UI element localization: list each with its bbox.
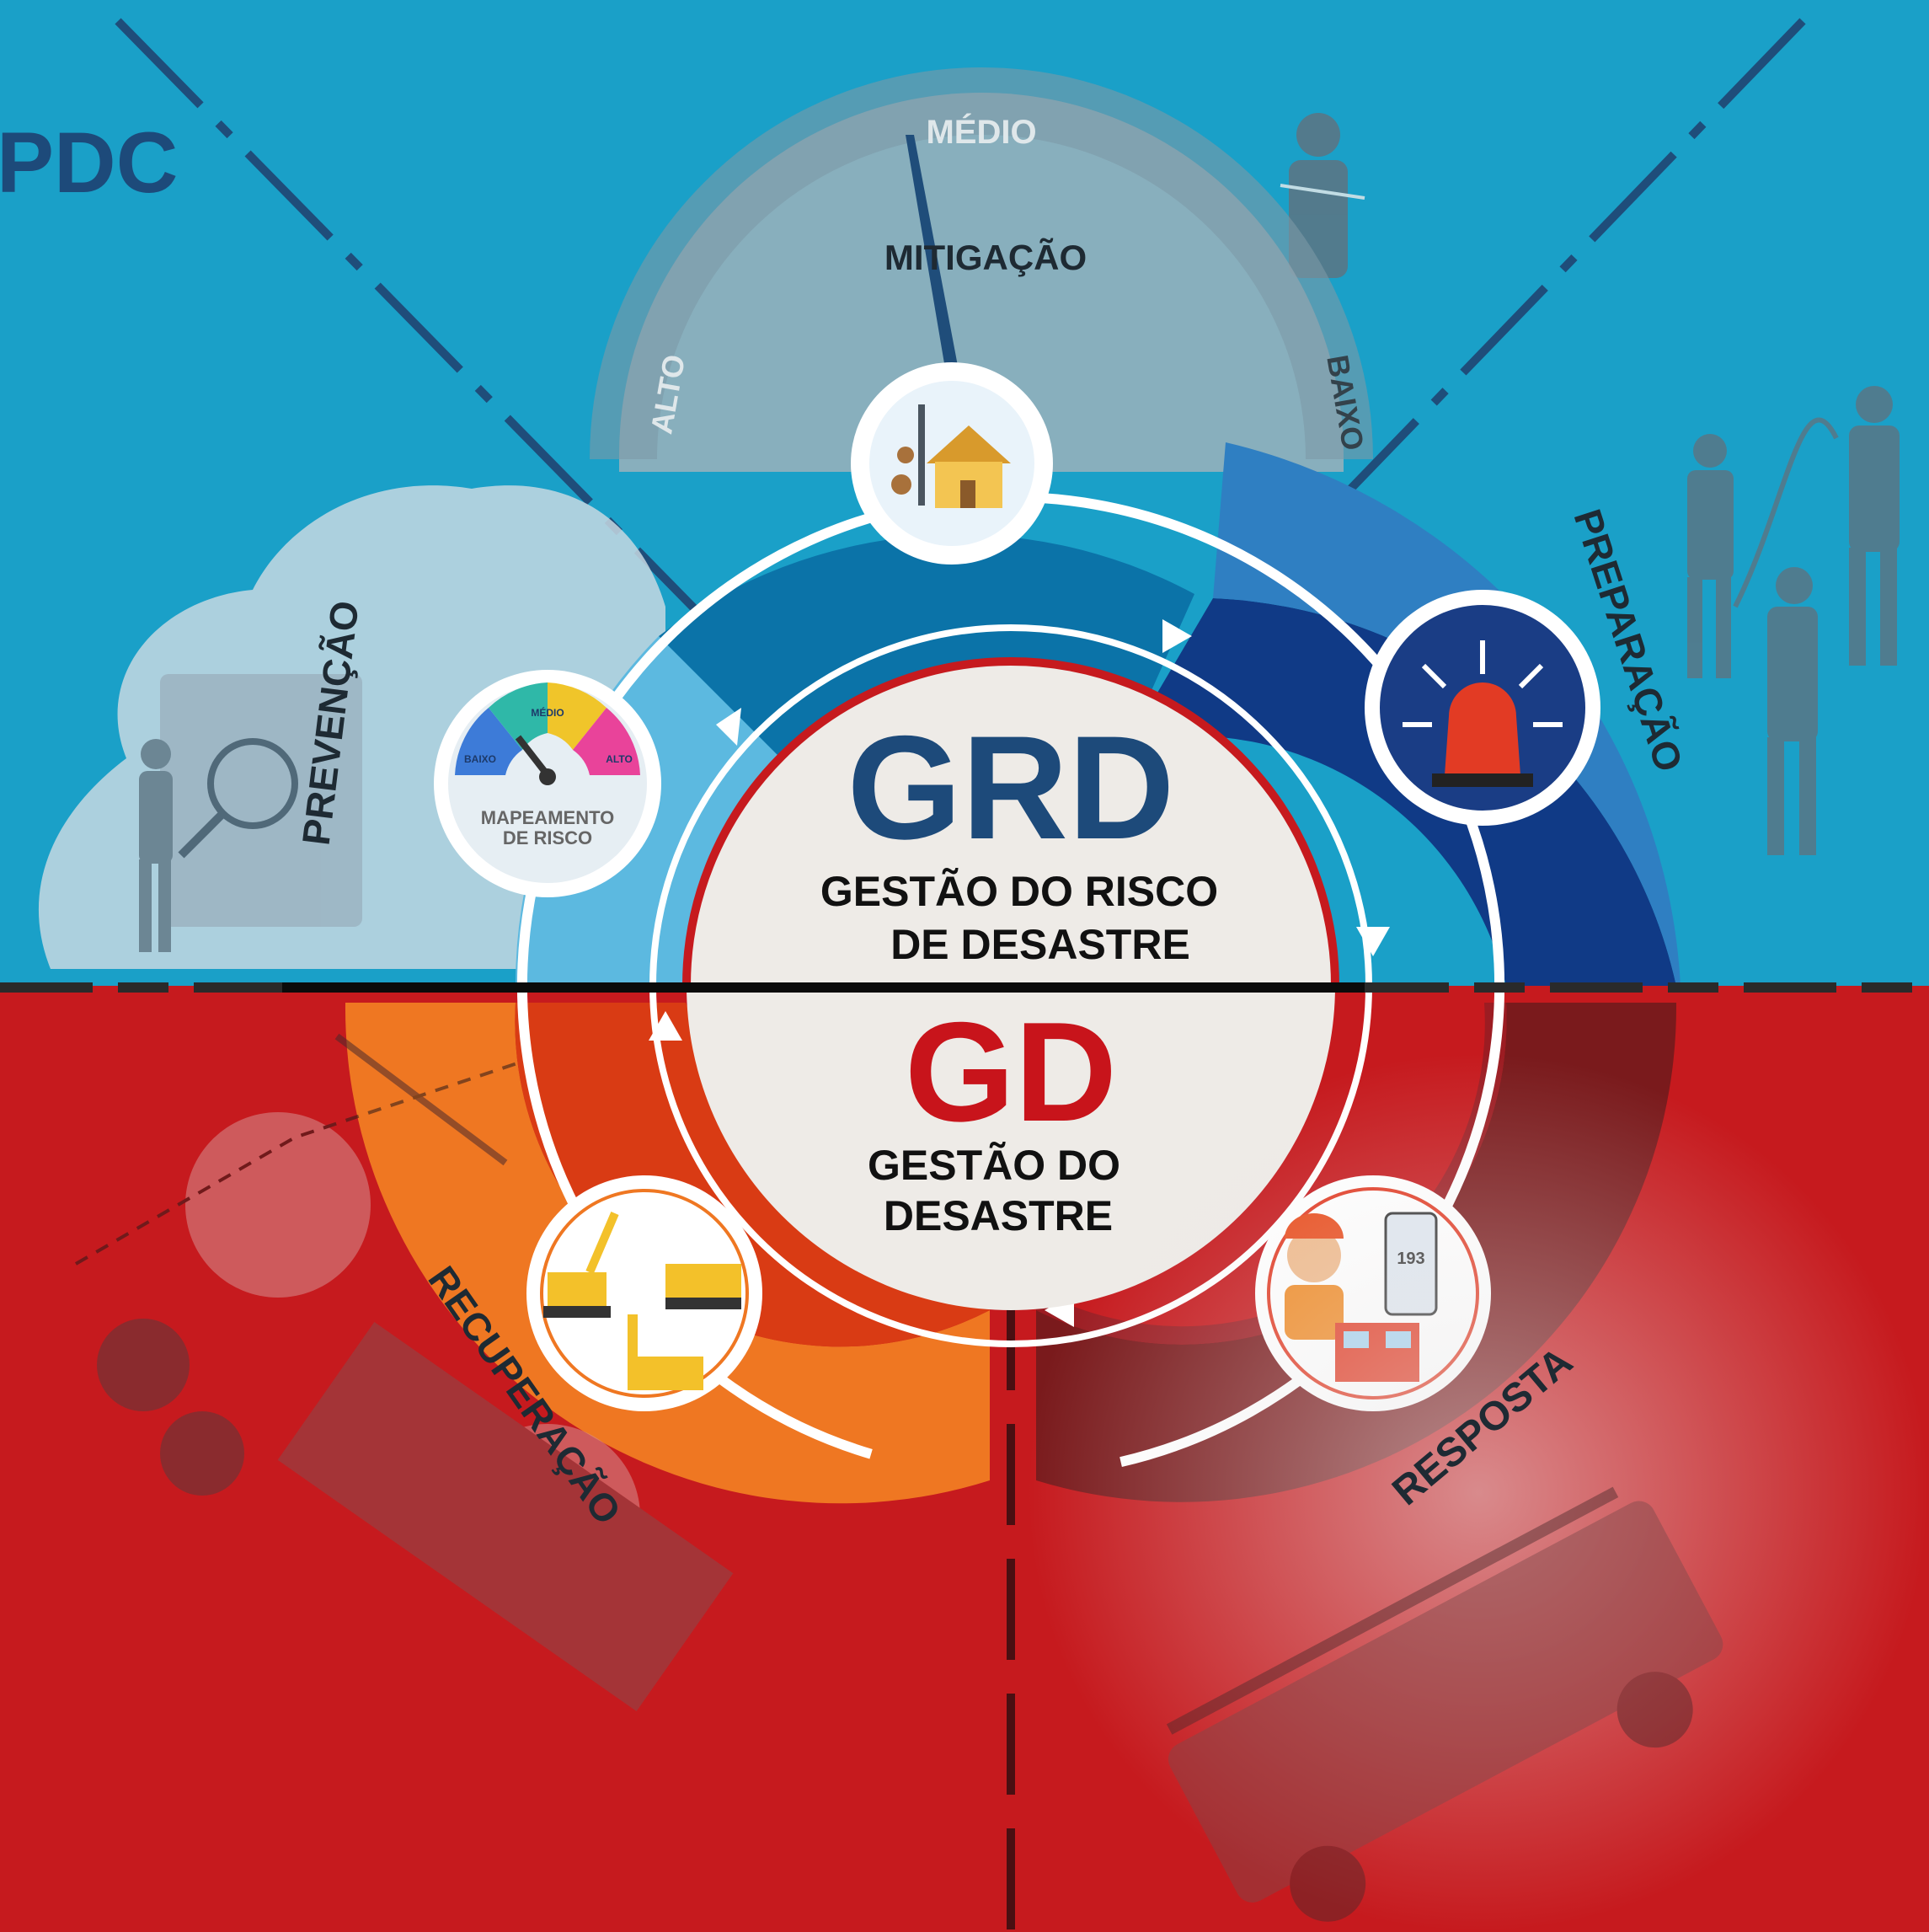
response-scene-overlay [1028,1053,1929,1932]
ring-recuperacao [345,1003,990,1504]
risk-gauge-title-1: MAPEAMENTO [481,807,615,828]
risk-gauge-title-2: DE RISCO [503,827,592,848]
mitigation-gauge-medio: MÉDIO [926,113,1036,151]
diagonal-right-line [1193,18,1806,652]
gd-line-2: DESASTRE [884,1192,1113,1239]
arrow-prevencao [716,708,741,746]
gd-line-1: GESTÃO DO [868,1142,1120,1189]
grd-acronym: GRD [847,706,1175,870]
arrow-mitigacao [1162,619,1192,653]
grd-line-2: DE DESASTRE [890,921,1190,968]
label-mitigacao: MITIGAÇÃO [884,238,1087,277]
fire-truck-illustration [1166,1486,1723,1922]
arrow-preparacao [1356,927,1390,956]
risk-gauge-mid: MÉDIO [531,706,564,719]
risk-gauge-icon: MAPEAMENTO DE RISCO BAIXO MÉDIO ALTO [434,670,661,897]
preparation-firefighters-illustration [1687,386,1900,855]
recovery-scene-illustration [75,1033,734,1712]
house-icon [851,362,1053,565]
construction-icon [526,1175,762,1411]
mitigation-gauge-band [590,67,1373,460]
grd-line-1: GESTÃO DO RISCO [820,868,1218,915]
mitigation-needle [906,135,960,383]
diagonal-left-line [115,18,787,703]
ring-preparacao-outer [1213,442,1681,986]
risk-gauge-high: ALTO [606,753,633,765]
risk-gauge-low: BAIXO [464,753,496,765]
siren-icon [1365,590,1600,826]
corner-label: PDC [0,115,178,211]
gd-acronym: GD [905,993,1117,1151]
arrow-recuperacao [649,1011,682,1041]
prevention-person-illustration [139,674,362,952]
